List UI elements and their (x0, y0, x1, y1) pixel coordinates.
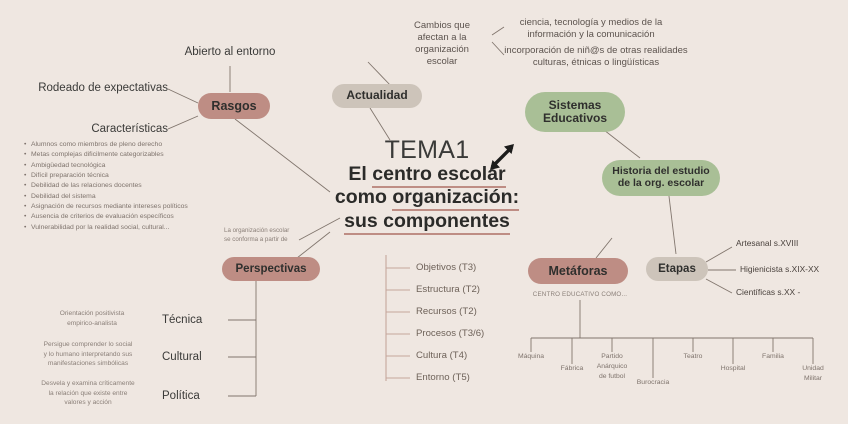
label-metafora-familia: Familia (762, 353, 784, 360)
label-organizacion-se-conforma: La organización escolar se conforma a pa… (224, 227, 290, 244)
list-item: Vulnerabilidad por la realidad social, c… (24, 223, 204, 234)
desc-perspectiva-tecnica: Orientación positivista empirico-analist… (59, 310, 125, 327)
label-etapa-artesanal: Artesanal s.XVIII (736, 238, 799, 248)
title-line-2: como organización: (322, 186, 532, 212)
node-etapas[interactable]: Etapas (646, 257, 708, 281)
label-caracteristicas: Características (91, 123, 168, 135)
title-line-3: sus componentes (322, 209, 532, 235)
label-metafora-fabrica: Fábrica (560, 365, 584, 372)
node-metaforas[interactable]: Metáforas (528, 258, 628, 284)
label-componente-recursos: Recursos (T2) (416, 306, 477, 317)
label-metafora-burocracia: Burocracia (636, 379, 670, 386)
label-cambios-que-afectan: Cambios que afectan a la organización es… (414, 20, 470, 67)
label-etapa-higienicista: Higienicista s.XIX-XX (740, 264, 820, 274)
node-perspectivas[interactable]: Perspectivas (222, 257, 320, 281)
list-item: Alumnos como miembros de pleno derecho (24, 140, 204, 151)
label-cambio-ciencia-tecnologia: ciencia, tecnología y medios de la infor… (519, 17, 663, 40)
label-rodeado-de-expectativas: Rodeado de expectativas (38, 82, 168, 94)
title-line-2-underlined: organización: (392, 186, 520, 212)
node-actualidad[interactable]: Actualidad (332, 84, 422, 108)
list-item: Ausencia de criterios de evaluación espe… (24, 212, 204, 223)
label-centro-educativo-como: CENTRO EDUCATIVO COMO... (532, 291, 628, 298)
label-metafora-unidad-militar: Unidad Militar (802, 365, 824, 382)
page-title: TEMA1 El centro escolar como organizació… (322, 136, 532, 235)
label-componente-estructura: Estructura (T2) (416, 284, 480, 295)
label-abierto-al-entorno: Abierto al entorno (184, 46, 276, 58)
desc-perspectiva-politica: Desvela y examina críticamente la relaci… (41, 380, 135, 407)
list-item: Difícil preparación técnica (24, 171, 204, 182)
label-metafora-maquina: Máquina (517, 353, 545, 360)
label-perspectiva-tecnica: Técnica (162, 314, 203, 326)
list-caracteristicas: Alumnos como miembros de pleno derecho M… (24, 140, 204, 233)
label-perspectiva-cultural: Cultural (162, 351, 202, 363)
label-componente-cultura: Cultura (T4) (416, 350, 468, 361)
label-metafora-partido-anarquico: Partido Anárquico de futbol (596, 353, 628, 380)
node-historia-estudio[interactable]: Historia del estudio de la org. escolar (602, 160, 720, 196)
label-metafora-hospital: Hospital (720, 365, 746, 372)
list-item: Ambigüedad tecnológica (24, 161, 204, 172)
label-metafora-teatro: Teatro (683, 353, 703, 360)
node-rasgos[interactable]: Rasgos (198, 93, 270, 119)
label-componente-procesos: Procesos (T3/6) (416, 328, 485, 339)
label-componente-objetivos: Objetivos (T3) (416, 262, 477, 273)
node-sistemas-educativos[interactable]: Sistemas Educativos (525, 92, 625, 132)
list-item: Debilidad de las relaciones docentes (24, 181, 204, 192)
label-cambio-incorporacion: incorporación de niñ@s de otras realidad… (504, 45, 688, 68)
list-item: Asignación de recursos mediante interese… (24, 202, 204, 213)
label-etapa-cientificas: Científicas s.XX - (736, 287, 801, 297)
label-componente-entorno: Entorno (T5) (416, 372, 470, 383)
title-line-2-plain: como (334, 186, 393, 209)
double-arrow-diagonal-icon (490, 144, 514, 170)
title-line-1: El centro escolar (322, 163, 532, 188)
title-kicker: TEMA1 (384, 136, 470, 164)
list-item: Metas complejas dificilmente categorizab… (24, 150, 204, 161)
list-item: Debilidad del sistema (24, 192, 204, 203)
title-line-1-underlined: centro escolar (372, 163, 506, 188)
title-line-3-underlined: sus componentes (344, 209, 510, 235)
title-line-1-plain: El (348, 163, 373, 185)
desc-perspectiva-cultural: Persigue comprender lo social y lo human… (43, 341, 133, 368)
label-perspectiva-politica: Política (162, 390, 200, 402)
